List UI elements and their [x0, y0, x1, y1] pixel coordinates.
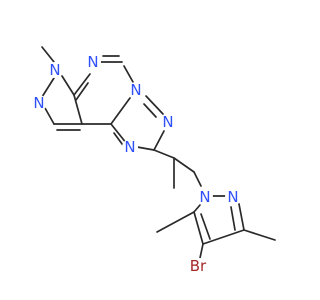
molecule-diagram: N N N N N N N N [31, 46, 276, 275]
atom-label: Br [190, 257, 207, 275]
atom-label: N [33, 94, 44, 112]
bond [123, 65, 134, 83]
bond [193, 204, 201, 213]
bond [73, 94, 83, 125]
bond [230, 206, 236, 231]
bond [75, 82, 89, 101]
bond [153, 149, 175, 159]
bond [143, 103, 157, 118]
bond [136, 146, 155, 151]
bond [153, 130, 165, 151]
bond [73, 73, 91, 96]
atom-label: N [227, 188, 238, 206]
atom-n-pyrazole2-2: N [225, 188, 241, 206]
bond [145, 95, 164, 115]
bond [202, 229, 245, 245]
atom-n-pyrimidine-left: N [85, 53, 101, 71]
atom-n-pyrazole-right: N [31, 94, 47, 112]
bond [199, 243, 204, 259]
atom-n-triazole-left: N [122, 138, 138, 156]
atom-label: N [124, 138, 135, 156]
bond [200, 213, 211, 240]
atom-bromine: Br [184, 257, 212, 275]
atom-n-pyrazole-methyl: N [47, 61, 63, 79]
atom-label: N [162, 113, 173, 131]
atom-label: N [49, 61, 60, 79]
atom-n-bridge: N [128, 81, 144, 99]
bond [238, 203, 245, 231]
atom-label: N [87, 53, 98, 71]
bond [41, 77, 55, 98]
bond [61, 75, 75, 96]
atom-label: N [199, 188, 210, 206]
bond [156, 211, 195, 233]
bond [173, 157, 195, 173]
bond [193, 171, 202, 187]
atom-n-triazole-right: N [160, 113, 176, 131]
bond [110, 97, 131, 125]
bond [243, 229, 276, 241]
bond [44, 107, 55, 125]
atom-labels: N N N N N N N N [31, 53, 241, 275]
atom-label: N [130, 81, 141, 99]
bond [193, 211, 204, 245]
bond [110, 123, 128, 145]
atom-n-pyrazole2-1: N [197, 188, 213, 206]
bond [41, 46, 55, 63]
bonds [41, 46, 276, 259]
